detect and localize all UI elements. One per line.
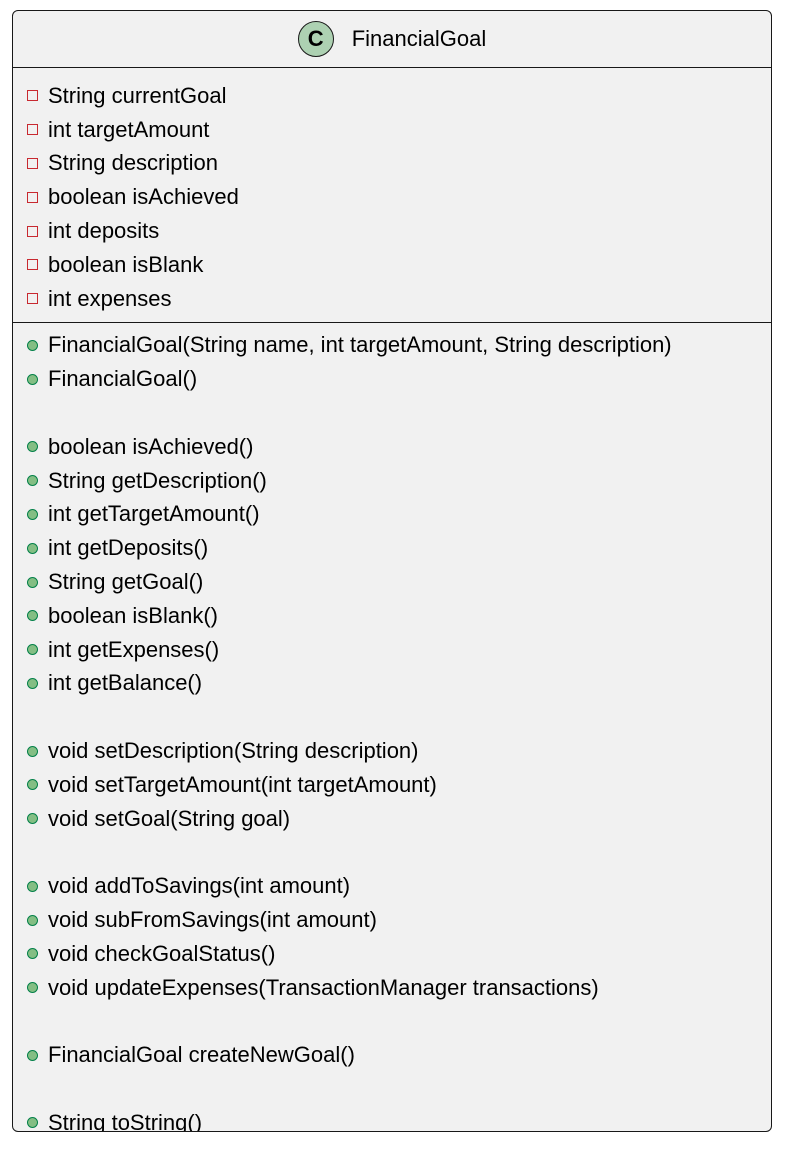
member-group-spacer [13,396,771,430]
method-row: void checkGoalStatus() [13,937,771,971]
public-visibility-icon [27,813,38,825]
method-row: int getBalance() [13,667,771,701]
method-text: String toString() [48,1109,203,1132]
class-stereotype-icon: C [297,21,334,57]
class-box-financial-goal: C FinancialGoal String currentGoal int ta… [12,10,772,1132]
member-group-spacer [13,700,771,734]
public-visibility-icon [27,982,38,994]
class-stereotype-letter: C [307,26,324,51]
method-row: void updateExpenses(TransactionManager t… [13,971,771,1005]
method-row: boolean isBlank() [13,599,771,633]
method-row: FinancialGoal() [13,362,771,396]
method-text: void subFromSavings(int amount) [48,907,377,933]
private-visibility-icon [27,259,38,271]
method-row: void setGoal(String goal) [13,802,771,836]
public-visibility-icon [27,644,38,656]
public-visibility-icon [27,441,38,453]
field-text: boolean isBlank [48,251,204,277]
public-visibility-icon [27,610,38,622]
public-visibility-icon [27,475,38,487]
method-text: void addToSavings(int amount) [48,873,351,899]
field-row: boolean isBlank [13,248,771,282]
method-row: int getTargetAmount() [13,498,771,532]
public-visibility-icon [27,373,38,385]
member-group-spacer [13,836,771,870]
public-visibility-icon [27,779,38,791]
method-text: void checkGoalStatus() [48,940,276,966]
public-visibility-icon [27,677,38,689]
method-row: int getExpenses() [13,633,771,667]
method-text: int getDeposits() [48,535,209,561]
field-row: String description [13,147,771,181]
method-row: void addToSavings(int amount) [13,869,771,903]
field-text: int deposits [48,218,160,244]
method-text: int getExpenses() [48,636,220,662]
method-row: String getDescription() [13,464,771,498]
private-visibility-icon [27,191,38,203]
field-text: int expenses [48,285,172,311]
method-text: FinancialGoal createNewGoal() [48,1042,355,1068]
private-visibility-icon [27,225,38,237]
method-text: FinancialGoal(String name, int targetAmo… [48,332,672,358]
method-text: FinancialGoal() [48,366,198,392]
field-row: int deposits [13,214,771,248]
method-text: String getDescription() [48,467,267,493]
public-visibility-icon [27,745,38,757]
field-row: boolean isAchieved [13,180,771,214]
method-row: void setDescription(String description) [13,734,771,768]
public-visibility-icon [27,339,38,351]
method-text: void setTargetAmount(int targetAmount) [48,771,437,797]
method-row: FinancialGoal(String name, int targetAmo… [13,329,771,363]
method-text: void setGoal(String goal) [48,805,291,831]
field-row: int targetAmount [13,113,771,147]
field-text: int targetAmount [48,116,210,142]
field-row: String currentGoal [13,79,771,113]
field-text: String description [48,150,218,176]
method-text: int getBalance() [48,670,203,696]
private-visibility-icon [27,293,38,305]
public-visibility-icon [27,1049,38,1061]
private-visibility-icon [27,157,38,169]
public-visibility-icon [27,576,38,588]
field-text: String currentGoal [48,82,227,108]
class-header: C FinancialGoal [13,11,771,68]
method-row: int getDeposits() [13,531,771,565]
method-row: void subFromSavings(int amount) [13,903,771,937]
field-row: int expenses [13,282,771,316]
method-text: boolean isBlank() [48,602,218,628]
method-text: String getGoal() [48,569,204,595]
private-visibility-icon [27,90,38,102]
method-text: void setDescription(String description) [48,738,419,764]
member-group-spacer [13,1005,771,1039]
method-row: String getGoal() [13,565,771,599]
public-visibility-icon [27,542,38,554]
method-text: void updateExpenses(TransactionManager t… [48,974,599,1000]
private-visibility-icon [27,124,38,136]
method-row: FinancialGoal createNewGoal() [13,1038,771,1072]
public-visibility-icon [27,914,38,926]
class-name: FinancialGoal [351,26,487,51]
method-row: void setTargetAmount(int targetAmount) [13,768,771,802]
method-row: String toString() [13,1106,771,1132]
public-visibility-icon [27,508,38,520]
member-group-spacer [13,1072,771,1106]
public-visibility-icon [27,880,38,892]
methods-compartment: FinancialGoal(String name, int targetAmo… [13,323,771,1132]
method-text: boolean isAchieved() [48,433,254,459]
public-visibility-icon [27,1117,38,1129]
method-text: int getTargetAmount() [48,501,260,527]
method-row: boolean isAchieved() [13,430,771,464]
field-text: boolean isAchieved [48,184,239,210]
public-visibility-icon [27,948,38,960]
